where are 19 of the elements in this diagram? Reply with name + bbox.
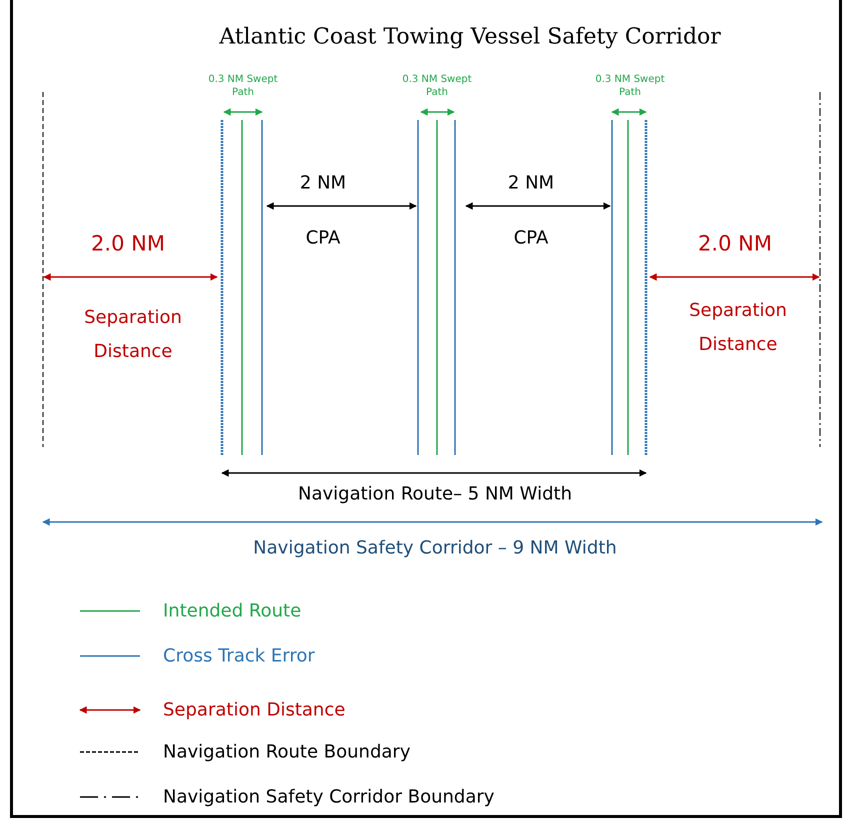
legend-label: Navigation Safety Corridor Boundary xyxy=(163,786,494,808)
dimension-label: CPA xyxy=(514,226,548,250)
legend-label: Navigation Route Boundary xyxy=(163,742,410,762)
dimension-label: Separation Distance xyxy=(83,306,183,364)
dimension-label: 0.3 NM Swept Path xyxy=(402,73,472,99)
dimension-label: Separation Distance xyxy=(688,298,788,357)
legend-label: Cross Track Error xyxy=(163,646,315,666)
dimension-label: 0.3 NM Swept Path xyxy=(208,73,278,99)
dimension-label: 2 NM xyxy=(300,171,346,195)
dimension-label: Navigation Safety Corridor – 9 NM Width xyxy=(253,536,617,560)
dimension-label: Navigation Route– 5 NM Width xyxy=(298,482,572,506)
dimension-label: 0.3 NM Swept Path xyxy=(595,73,665,99)
diagram-title: Atlantic Coast Towing Vessel Safety Corridor xyxy=(219,24,721,52)
dimension-label: 2 NM xyxy=(508,171,554,195)
legend-label: Separation Distance xyxy=(163,700,346,720)
dimension-label: 2.0 NM xyxy=(698,230,772,258)
legend-label: Intended Route xyxy=(163,600,302,622)
dimension-label: CPA xyxy=(306,226,340,250)
dimension-label: 2.0 NM xyxy=(91,230,165,258)
